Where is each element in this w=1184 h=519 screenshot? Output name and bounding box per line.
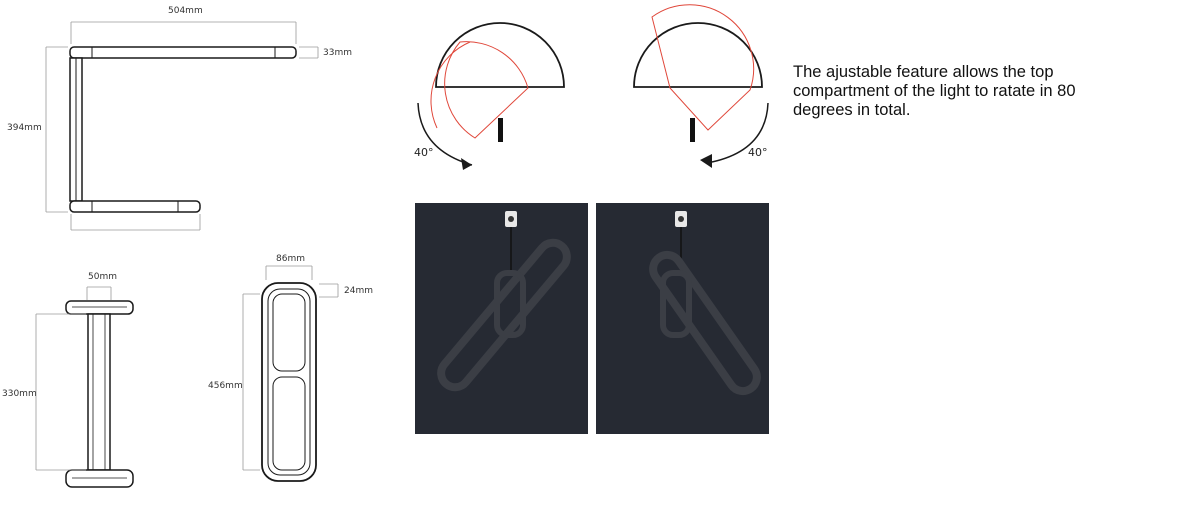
label-left-angle: 40° [414,146,434,159]
label-back-height: 456mm [208,381,243,391]
rotation-diagram-right [633,4,769,168]
dimension-line-front-width [86,286,112,300]
dimension-line-front-height [35,313,86,471]
rotation-diagram-left [417,22,565,170]
front-top-cap [65,300,134,315]
photo-rotated-left [415,203,588,434]
front-base-cap [65,469,134,488]
dimension-line-base [70,214,201,231]
lamp-base-bar [69,200,201,213]
dimension-line-height [45,46,68,213]
lamp-ring-rotated [437,238,571,392]
back-view-pill [261,282,317,482]
feature-description: The ajustable feature allows the top com… [793,63,1076,119]
dimension-line-width [70,21,297,44]
label-back-width: 86mm [276,254,305,264]
label-right-angle: 40° [748,146,768,159]
dimension-line-back-width [265,265,313,280]
dimension-line-back-thickness [319,283,339,298]
label-side-width: 504mm [168,6,203,16]
dimension-line-back-height [242,293,260,471]
label-side-height: 394mm [7,123,42,133]
label-front-top-width: 50mm [88,272,117,282]
label-front-height: 330mm [2,389,37,399]
dimension-line-thickness [299,46,319,59]
photo-rotated-right [596,203,769,434]
label-back-thickness: 24mm [344,286,373,296]
lamp-top-bar [69,46,297,59]
label-top-thickness: 33mm [323,48,352,58]
front-column [87,313,111,471]
lamp-ring-rotated [649,250,761,396]
